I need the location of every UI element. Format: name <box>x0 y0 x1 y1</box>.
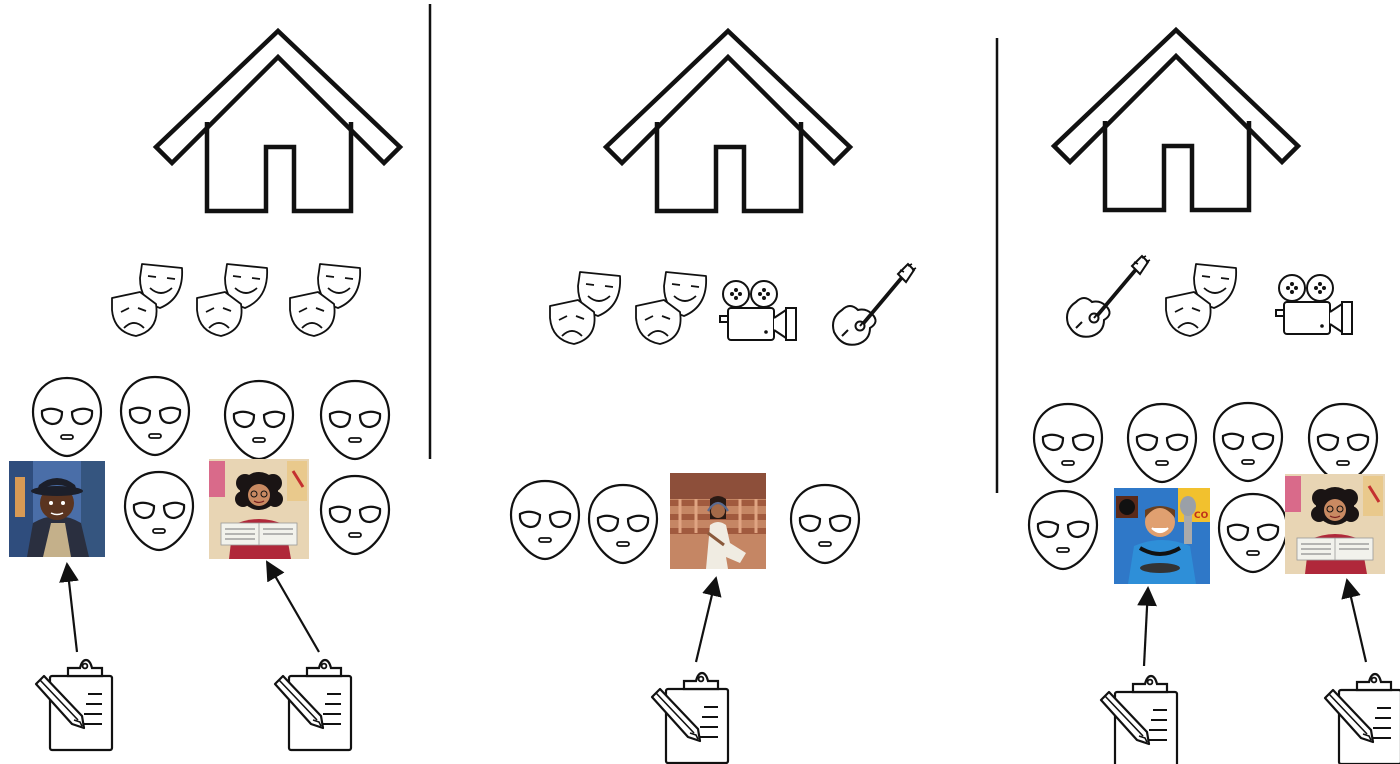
alien-icon <box>1029 491 1097 569</box>
alien-icon <box>1034 404 1102 482</box>
clipboard-icon <box>275 660 351 750</box>
detective-avatar <box>9 461 105 557</box>
theater-masks-icon <box>636 272 706 344</box>
house-icon <box>1054 30 1298 210</box>
alien-icon <box>125 472 193 550</box>
assignment-arrow <box>696 578 716 662</box>
theater-masks-icon <box>550 272 620 344</box>
movie-camera-icon <box>1276 275 1352 334</box>
clipboard-icon <box>36 660 112 750</box>
assignment-arrow <box>67 564 77 652</box>
assignment-arrow <box>1144 588 1148 666</box>
panel-3 <box>1029 30 1400 764</box>
alien-icon <box>1128 404 1196 482</box>
alien-icon <box>589 485 657 563</box>
alien-icon <box>33 378 101 456</box>
comedy-fan-avatar <box>1114 488 1210 584</box>
alien-icon <box>1309 404 1377 482</box>
alien-icon <box>511 481 579 559</box>
movie-camera-icon <box>720 281 796 340</box>
theater-masks-icon <box>112 264 182 336</box>
alien-icon <box>321 476 389 554</box>
panel-1 <box>9 31 400 750</box>
guitar-icon <box>833 264 916 345</box>
guitar-icon <box>1067 256 1150 337</box>
reader-avatar <box>1285 474 1385 574</box>
assignment-arrow <box>1347 580 1366 662</box>
alien-icon <box>791 485 859 563</box>
clipboard-icon <box>1325 674 1400 764</box>
assignment-arrow <box>267 562 319 652</box>
alien-icon <box>121 377 189 455</box>
alien-icon <box>1214 403 1282 481</box>
alien-icon <box>225 381 293 459</box>
clipboard-icon <box>652 673 728 763</box>
house-icon <box>156 31 400 211</box>
theater-masks-icon <box>197 264 267 336</box>
panel-2 <box>511 31 916 763</box>
theater-masks-icon <box>290 264 360 336</box>
clipboard-icon <box>1101 676 1177 764</box>
alien-icon <box>321 381 389 459</box>
cinema-listener-avatar <box>670 473 766 569</box>
theater-masks-icon <box>1166 264 1236 336</box>
alien-icon <box>1219 494 1287 572</box>
reader-avatar <box>209 459 309 559</box>
house-icon <box>606 31 850 211</box>
